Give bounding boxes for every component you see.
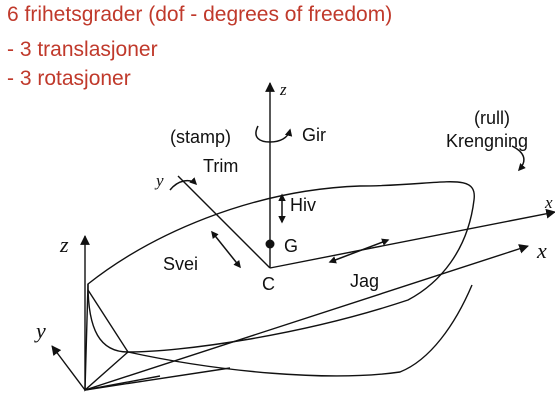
y-axis-left-label: y	[34, 318, 46, 343]
transom-fill-line	[84, 367, 231, 391]
transom-fill-line	[84, 375, 161, 391]
bullet-rotations: - 3 rotasjoner	[7, 67, 131, 90]
hull-bottom-outline	[127, 284, 473, 377]
stern-edge	[87, 289, 129, 353]
center-of-gravity-point	[265, 239, 275, 249]
svei-label: Svei	[163, 254, 198, 274]
jag-label: Jag	[350, 271, 379, 291]
gir-rotation-arrow	[255, 125, 293, 143]
y-axis-upper-label: y	[154, 171, 164, 190]
transom-outline	[84, 283, 129, 392]
x-axis-body-label: x	[544, 193, 553, 212]
krengning-rotation-arrow	[511, 145, 526, 172]
bullet-translations: - 3 translasjoner	[7, 38, 158, 61]
y-axis-body	[177, 175, 271, 269]
jag-arrow	[328, 238, 390, 264]
c-label: C	[262, 274, 275, 294]
rull-label: (rull)	[474, 108, 510, 128]
diagram-title: 6 frihetsgrader (dof - degrees of freedo…	[7, 3, 393, 26]
x-axis-global	[84, 244, 529, 391]
z-axis-left-label: z	[59, 232, 69, 257]
trim-rotation-arrow	[169, 177, 198, 191]
x-axis-right-label: x	[536, 238, 547, 263]
trim-label: Trim	[203, 156, 238, 176]
z-axis-top-label: z	[279, 80, 287, 99]
gir-label: Gir	[302, 125, 326, 145]
y-axis-global	[51, 345, 86, 391]
stamp-label: (stamp)	[170, 127, 231, 147]
svei-arrow	[211, 230, 241, 269]
g-label: G	[284, 236, 298, 256]
hull-deck-outline	[87, 181, 475, 353]
hiv-label: Hiv	[290, 195, 316, 215]
x-axis-body	[269, 208, 555, 269]
krengning-label: Krengning	[446, 131, 528, 151]
